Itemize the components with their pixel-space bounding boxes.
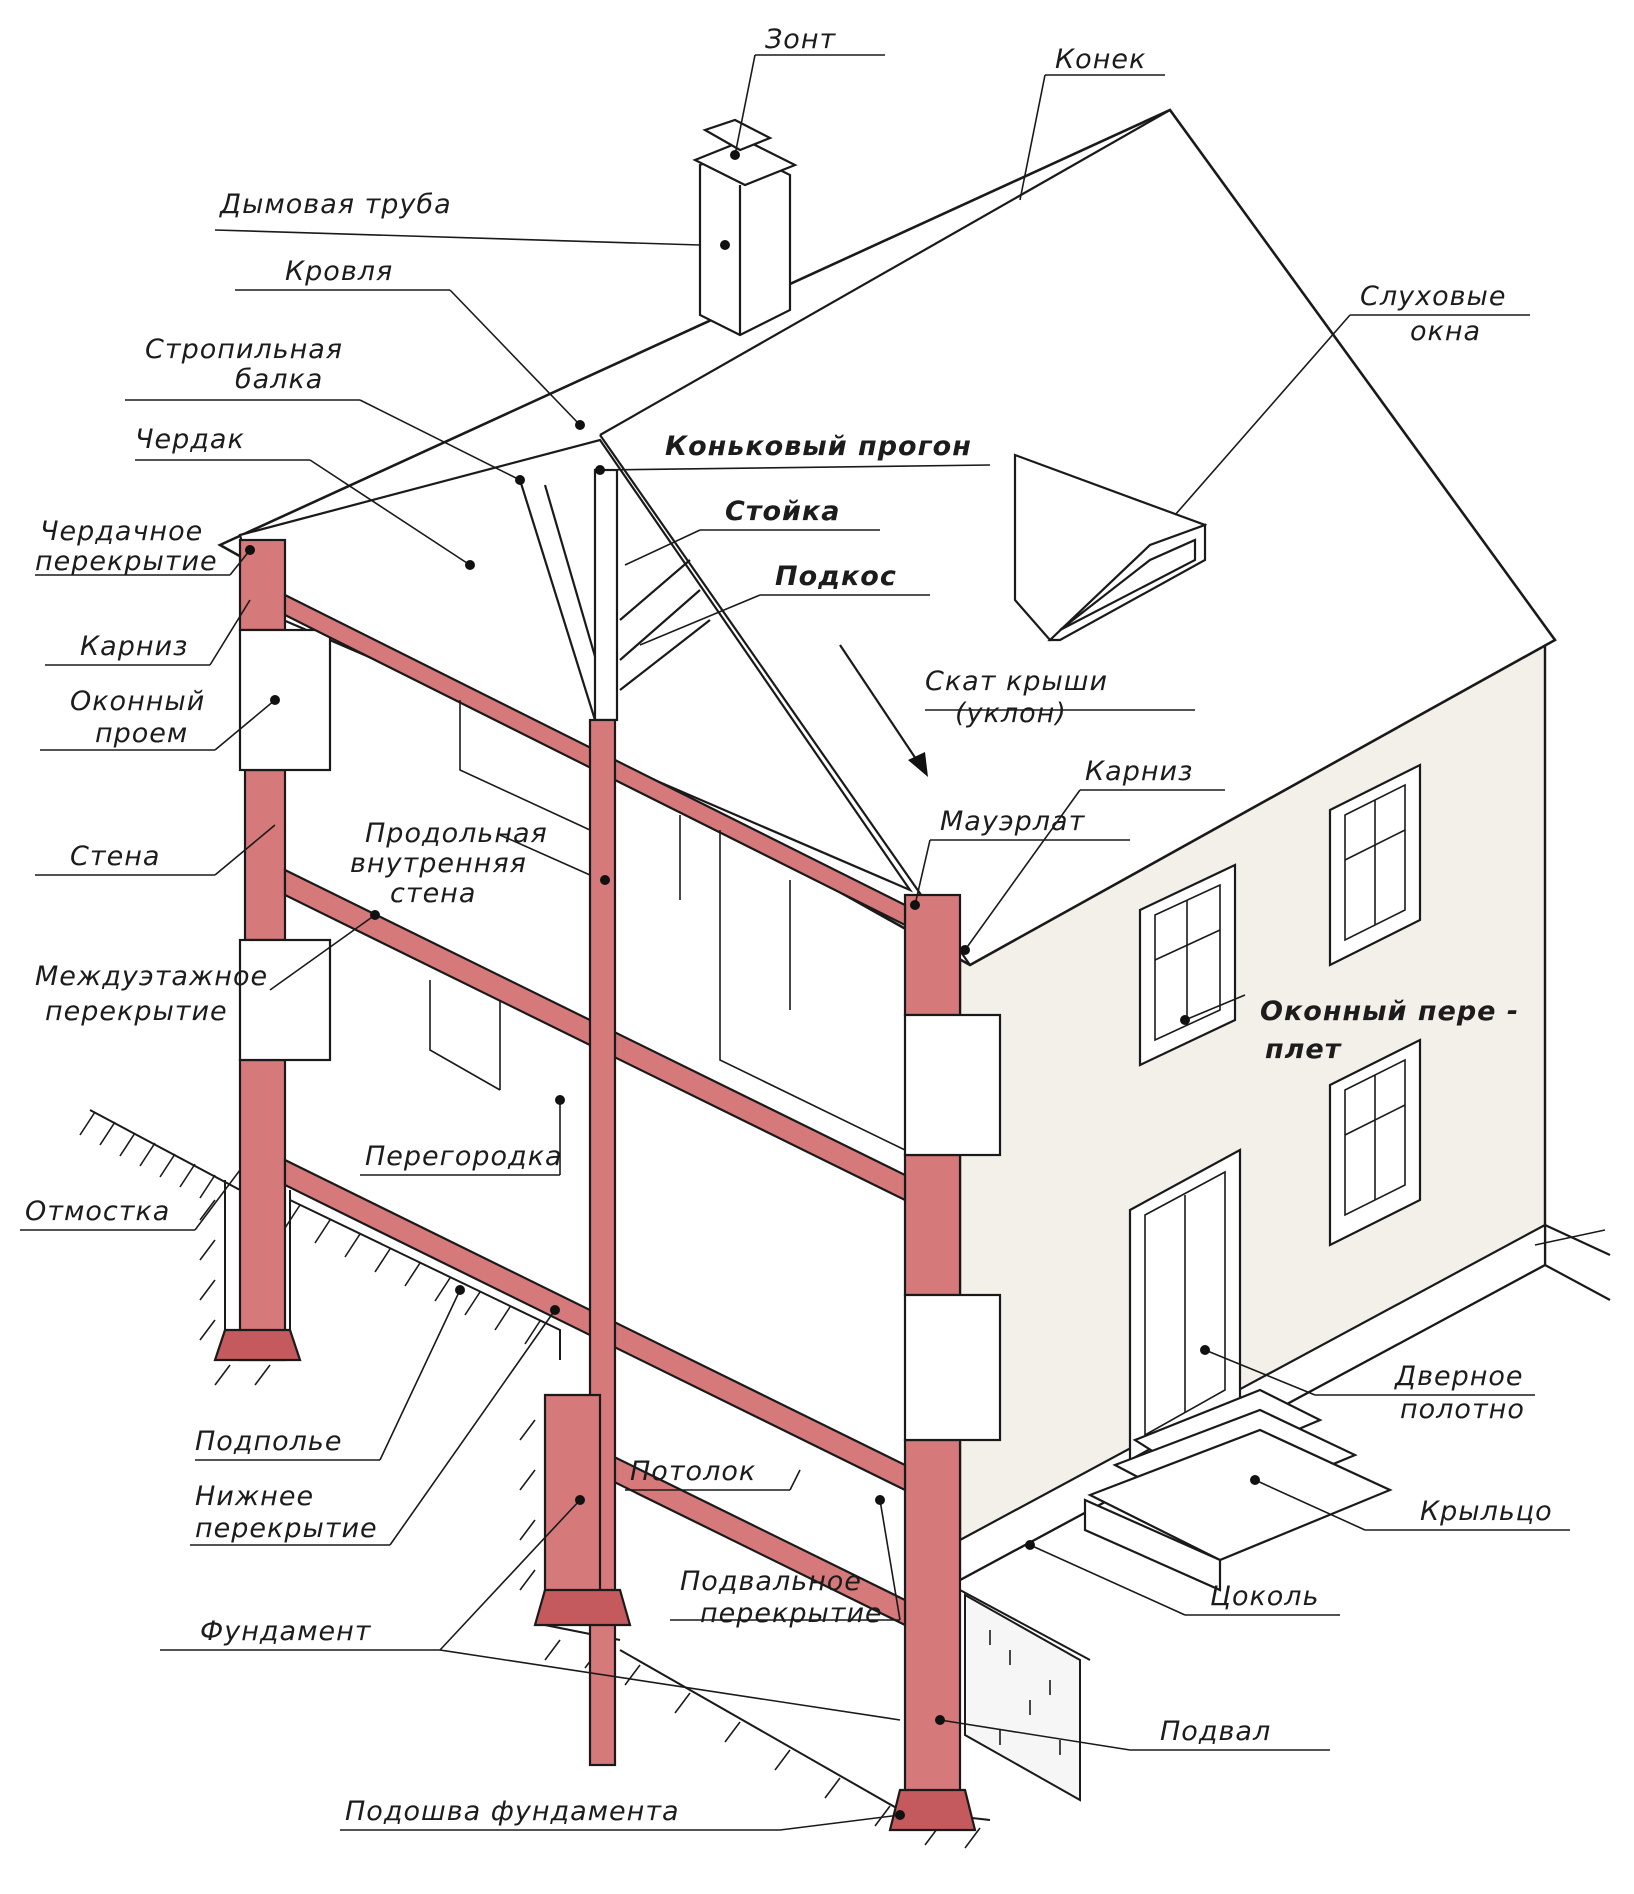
label-karniz-right: Карниз bbox=[1085, 756, 1193, 787]
label-stropilnaya-1: Стропильная bbox=[145, 334, 343, 365]
ground-left bbox=[79, 1109, 991, 1849]
facade-window-upper-right bbox=[1328, 763, 1422, 967]
label-skat-1: Скат крыши bbox=[925, 666, 1108, 697]
label-dvernoe-1: Дверное bbox=[1394, 1361, 1524, 1392]
front-door bbox=[1128, 1148, 1242, 1462]
label-okonny-2: проем bbox=[95, 718, 188, 749]
label-konkovy-progon: Коньковый прогон bbox=[665, 431, 972, 462]
label-konek: Конек bbox=[1055, 44, 1146, 75]
chimney bbox=[692, 118, 798, 337]
label-zont: Зонт bbox=[765, 24, 836, 55]
label-tsokol: Цоколь bbox=[1210, 1581, 1319, 1612]
porch-steps bbox=[1083, 1388, 1393, 1592]
dormer-window bbox=[1013, 453, 1208, 642]
label-mezhduetazhnoe-2: перекрытие bbox=[45, 996, 228, 1027]
label-prodolnaya-2: внутренняя bbox=[350, 848, 527, 879]
label-cherdachnoe-1: Чердачное bbox=[40, 516, 203, 547]
left-outer-wall-section bbox=[238, 538, 287, 1362]
window-openings-section bbox=[238, 628, 1002, 1442]
label-cherdak: Чердак bbox=[135, 424, 245, 455]
leader-dots bbox=[245, 150, 1260, 1820]
label-okonny-1: Оконный bbox=[70, 686, 205, 717]
label-mezhduetazhnoe-1: Междуэтажное bbox=[35, 961, 268, 992]
label-potolok: Потолок bbox=[630, 1456, 756, 1487]
label-cherdachnoe-2: перекрытие bbox=[35, 546, 218, 577]
label-podkos: Подкос bbox=[775, 561, 897, 592]
roof-slope-arrow bbox=[839, 644, 928, 777]
label-podval: Подвал bbox=[1160, 1716, 1271, 1747]
label-okonny-pereplet-1: Оконный пере - bbox=[1260, 996, 1519, 1027]
label-sluhovye-1: Слуховые bbox=[1360, 281, 1506, 312]
label-sluhovye-2: окна bbox=[1410, 316, 1481, 347]
basement-wall bbox=[959, 1589, 1091, 1802]
label-stoyka: Стойка bbox=[725, 496, 840, 527]
label-prodolnaya-1: Продольная bbox=[365, 818, 548, 849]
label-prodolnaya-3: стена bbox=[390, 878, 476, 909]
label-skat-2: (уклон) bbox=[955, 698, 1067, 729]
label-podpolye: Подполье bbox=[195, 1426, 342, 1457]
label-mauerlat: Мауэрлат bbox=[940, 806, 1086, 837]
leader-lines bbox=[20, 54, 1606, 1831]
label-okonny-pereplet-2: плет bbox=[1265, 1034, 1342, 1065]
label-podvalnoe-1: Подвальное bbox=[680, 1566, 862, 1597]
label-podoshva: Подошва фундамента bbox=[345, 1796, 680, 1827]
label-nizhnee-2: перекрытие bbox=[195, 1513, 378, 1544]
label-stropilnaya-2: балка bbox=[235, 364, 323, 395]
label-nizhnee-1: Нижнее bbox=[195, 1481, 314, 1512]
label-karniz-left: Карниз bbox=[80, 631, 188, 662]
interior-partitions bbox=[429, 700, 906, 1151]
label-dvernoe-2: полотно bbox=[1400, 1394, 1525, 1425]
facade-window-upper-left bbox=[1138, 863, 1237, 1067]
label-dymovaya-truba: Дымовая труба bbox=[219, 189, 452, 220]
label-stena: Стена bbox=[70, 841, 160, 872]
label-krovlya: Кровля bbox=[285, 256, 393, 287]
label-otmostka: Отмостка bbox=[25, 1196, 170, 1227]
label-kryltso: Крыльцо bbox=[1420, 1496, 1553, 1527]
label-peregorodka: Перегородка bbox=[365, 1141, 563, 1172]
foundation-footing bbox=[213, 1328, 977, 1832]
labels: Зонт Конек Дымовая труба Кровля Стропиль… bbox=[25, 24, 1553, 1827]
label-fundament: Фундамент bbox=[200, 1616, 372, 1647]
facade-window-lower-left bbox=[1328, 1038, 1422, 1247]
label-podvalnoe-2: перекрытие bbox=[700, 1598, 883, 1629]
